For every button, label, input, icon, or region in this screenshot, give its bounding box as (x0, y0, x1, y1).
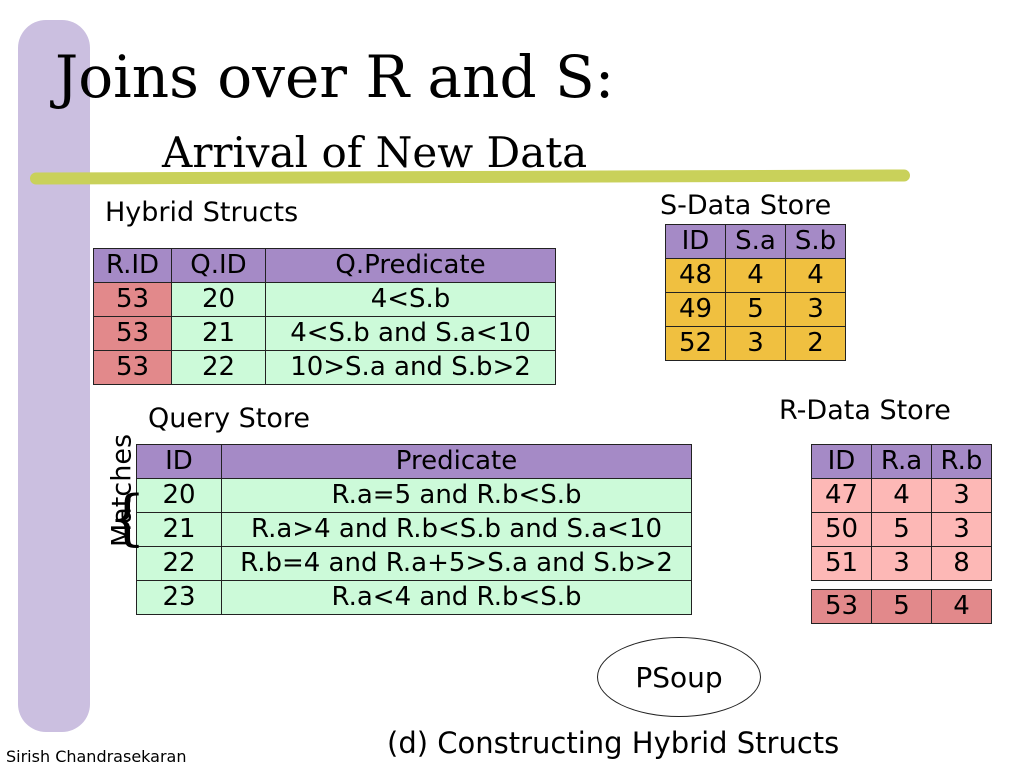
table-row: 22 R.b=4 and R.a+5>S.a and S.b>2 (136, 546, 692, 581)
s-data-store-label: S-Data Store (660, 190, 832, 221)
table-row: 48 4 4 (665, 258, 846, 293)
r-data-store-new-row: 53 5 4 (811, 589, 992, 624)
query-store-label: Query Store (148, 403, 310, 434)
r-data-store-label: R-Data Store (779, 395, 951, 426)
table-header-row: R.ID Q.ID Q.Predicate (93, 248, 556, 283)
table-cell: 5 (871, 589, 932, 624)
table-cell: 53 (811, 589, 872, 624)
slide-title: Joins over R and S: (55, 43, 615, 111)
psoup-label: PSoup (635, 660, 723, 694)
table-cell: 23 (136, 580, 222, 615)
author-footer: Sirish Chandrasekaran (6, 747, 187, 766)
table-row: 20 R.a=5 and R.b<S.b (136, 478, 692, 513)
table-cell: 3 (785, 292, 846, 327)
table-cell: 51 (811, 546, 872, 581)
column-header: R.b (931, 444, 992, 479)
r-data-store-table: ID R.a R.b 47 4 3 50 5 3 51 3 8 (811, 444, 992, 581)
table-cell: 3 (871, 546, 932, 581)
table-cell: 8 (931, 546, 992, 581)
table-row: 23 R.a<4 and R.b<S.b (136, 580, 692, 615)
column-header: Q.ID (171, 248, 266, 283)
table-row: 53 5 4 (811, 589, 992, 624)
table-cell: 20 (171, 282, 266, 317)
column-header: S.a (725, 224, 786, 259)
table-row: 49 5 3 (665, 292, 846, 327)
table-cell: 4 (871, 478, 932, 513)
table-header-row: ID Predicate (136, 444, 692, 479)
column-header: S.b (785, 224, 846, 259)
column-header: ID (811, 444, 872, 479)
hybrid-structs-label: Hybrid Structs (105, 197, 299, 228)
table-cell: 5 (871, 512, 932, 547)
column-header: Q.Predicate (265, 248, 556, 283)
column-header: R.ID (93, 248, 172, 283)
table-row: 47 4 3 (811, 478, 992, 513)
table-cell: 49 (665, 292, 726, 327)
matches-brace: { (108, 483, 147, 553)
table-cell: 20 (136, 478, 222, 513)
table-cell: 4 (931, 589, 992, 624)
slide-subtitle: Arrival of New Data (162, 128, 588, 177)
table-row: 53 21 4<S.b and S.a<10 (93, 316, 556, 351)
table-cell: 22 (171, 350, 266, 385)
table-cell: 22 (136, 546, 222, 581)
table-row: 21 R.a>4 and R.b<S.b and S.a<10 (136, 512, 692, 547)
table-cell: R.a=5 and R.b<S.b (221, 478, 692, 513)
table-cell: 53 (93, 316, 172, 351)
table-cell: 21 (171, 316, 266, 351)
table-cell: 52 (665, 326, 726, 361)
s-data-store-table: ID S.a S.b 48 4 4 49 5 3 52 3 2 (665, 224, 846, 361)
side-decoration-bar (18, 20, 90, 732)
table-cell: 3 (931, 478, 992, 513)
table-cell: 3 (931, 512, 992, 547)
table-row: 53 22 10>S.a and S.b>2 (93, 350, 556, 385)
column-header: Predicate (221, 444, 692, 479)
table-cell: 5 (725, 292, 786, 327)
table-row: 52 3 2 (665, 326, 846, 361)
table-row: 51 3 8 (811, 546, 992, 581)
table-cell: 2 (785, 326, 846, 361)
table-cell: 47 (811, 478, 872, 513)
table-cell: 53 (93, 350, 172, 385)
table-cell: 21 (136, 512, 222, 547)
table-cell: R.b=4 and R.a+5>S.a and S.b>2 (221, 546, 692, 581)
query-store-table: ID Predicate 20 R.a=5 and R.b<S.b 21 R.a… (136, 444, 692, 615)
table-cell: 10>S.a and S.b>2 (265, 350, 556, 385)
table-cell: 4<S.b (265, 282, 556, 317)
column-header: ID (665, 224, 726, 259)
table-header-row: ID S.a S.b (665, 224, 846, 259)
table-cell: 50 (811, 512, 872, 547)
table-row: 50 5 3 (811, 512, 992, 547)
column-header: R.a (871, 444, 932, 479)
column-header: ID (136, 444, 222, 479)
table-cell: 53 (93, 282, 172, 317)
figure-caption: (d) Constructing Hybrid Structs (387, 726, 840, 760)
table-cell: R.a<4 and R.b<S.b (221, 580, 692, 615)
table-header-row: ID R.a R.b (811, 444, 992, 479)
table-row: 53 20 4<S.b (93, 282, 556, 317)
table-cell: 48 (665, 258, 726, 293)
table-cell: 4 (785, 258, 846, 293)
table-cell: R.a>4 and R.b<S.b and S.a<10 (221, 512, 692, 547)
psoup-ellipse: PSoup (597, 637, 761, 717)
hybrid-structs-table: R.ID Q.ID Q.Predicate 53 20 4<S.b 53 21 … (93, 248, 556, 385)
table-cell: 4 (725, 258, 786, 293)
table-cell: 4<S.b and S.a<10 (265, 316, 556, 351)
table-cell: 3 (725, 326, 786, 361)
